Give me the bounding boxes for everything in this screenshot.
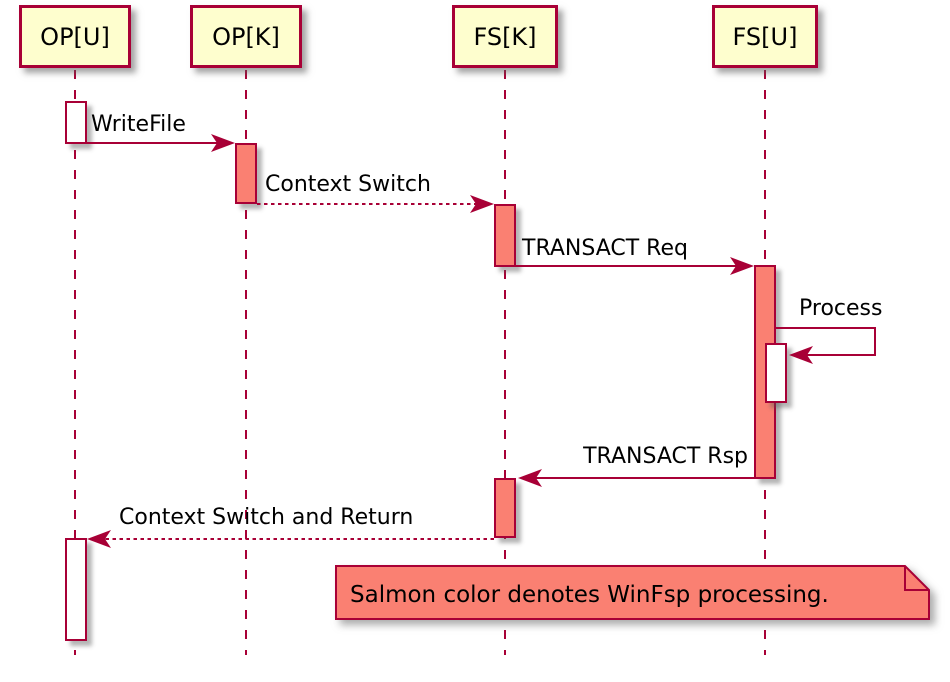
participant-op-u: OP[U] (19, 5, 131, 68)
activation-op-u-1 (65, 101, 87, 144)
arrowhead-context-switch-return (87, 530, 111, 548)
message-label-transact-req: TRANSACT Req (522, 236, 688, 261)
activation-fs-k-2 (494, 478, 516, 538)
message-label-writefile: WriteFile (91, 112, 186, 137)
arrow-process-self (776, 327, 876, 356)
activation-fs-k-1 (494, 204, 516, 267)
arrowhead-process-self (789, 346, 813, 364)
note-text: Salmon color denotes WinFsp processing. (350, 582, 829, 608)
note-fold-corner (904, 566, 929, 591)
note-body (335, 565, 930, 620)
message-label-transact-rsp: TRANSACT Rsp (583, 444, 748, 469)
participant-label: FS[U] (732, 22, 798, 51)
participant-label: FS[K] (473, 22, 537, 51)
message-label-context-switch: Context Switch (265, 172, 431, 197)
message-label-process: Process (799, 296, 883, 321)
arrowhead-context-switch (470, 195, 494, 213)
note-winfsp: Salmon color denotes WinFsp processing. (335, 565, 930, 620)
activation-op-u-2 (65, 538, 87, 641)
participant-fs-k: FS[K] (452, 5, 558, 68)
activation-fs-u-nested (765, 343, 787, 403)
participant-label: OP[U] (40, 22, 110, 51)
message-label-context-switch-return: Context Switch and Return (119, 505, 414, 530)
participant-label: OP[K] (212, 22, 280, 51)
arrowhead-transact-req (730, 257, 754, 275)
participant-fs-u: FS[U] (712, 5, 818, 68)
arrowhead-writefile (211, 134, 235, 152)
activation-op-k (235, 143, 257, 204)
participant-op-k: OP[K] (190, 5, 302, 68)
arrowhead-transact-rsp (518, 469, 542, 487)
